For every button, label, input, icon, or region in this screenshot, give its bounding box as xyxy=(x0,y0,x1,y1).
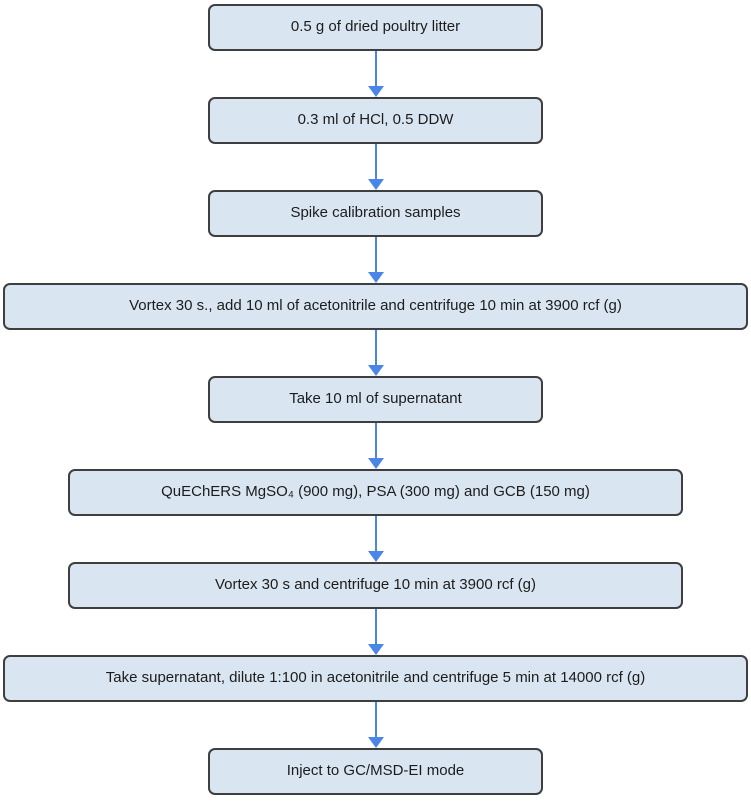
arrow-head-icon xyxy=(367,365,384,376)
arrow-head-icon xyxy=(367,458,384,469)
flow-step-label: QuEChERS MgSO₄ (900 mg), PSA (300 mg) an… xyxy=(161,483,590,501)
flow-step-label: 0.5 g of dried poultry litter xyxy=(290,18,461,36)
flow-step-8: Take supernatant, dilute 1:100 in aceton… xyxy=(3,655,748,702)
arrow-head-icon xyxy=(367,272,384,283)
flow-step-label: Take 10 ml of supernatant xyxy=(289,390,462,408)
flow-step-2: 0.3 ml of HCl, 0.5 DDW xyxy=(208,97,543,144)
flow-step-3: Spike calibration samples xyxy=(208,190,543,237)
flow-step-label: Vortex 30 s and centrifuge 10 min at 390… xyxy=(214,576,536,594)
arrow-head-icon xyxy=(367,644,384,655)
flow-step-5: Take 10 ml of supernatant xyxy=(208,376,543,423)
flow-step-label: 0.3 ml of HCl, 0.5 DDW xyxy=(297,111,454,129)
down-arrow xyxy=(367,516,384,562)
arrow-head-icon xyxy=(367,737,384,748)
down-arrow xyxy=(367,237,384,283)
down-arrow xyxy=(367,609,384,655)
arrow-shaft xyxy=(374,51,377,86)
down-arrow xyxy=(367,330,384,376)
arrow-shaft xyxy=(374,423,377,458)
flow-step-1: 0.5 g of dried poultry litter xyxy=(208,4,543,51)
arrow-shaft xyxy=(374,516,377,551)
arrow-head-icon xyxy=(367,551,384,562)
arrow-shaft xyxy=(374,144,377,179)
down-arrow xyxy=(367,144,384,190)
arrow-shaft xyxy=(374,609,377,644)
flow-step-label: Inject to GC/MSD-EI mode xyxy=(286,762,465,780)
arrow-head-icon xyxy=(367,179,384,190)
down-arrow xyxy=(367,51,384,97)
arrow-shaft xyxy=(374,330,377,365)
arrow-shaft xyxy=(374,702,377,737)
flow-step-7: Vortex 30 s and centrifuge 10 min at 390… xyxy=(68,562,683,609)
flow-step-label: Vortex 30 s., add 10 ml of acetonitrile … xyxy=(129,297,622,315)
flow-step-label: Spike calibration samples xyxy=(290,204,461,222)
arrow-head-icon xyxy=(367,86,384,97)
arrow-shaft xyxy=(374,237,377,272)
down-arrow xyxy=(367,423,384,469)
flow-step-4: Vortex 30 s., add 10 ml of acetonitrile … xyxy=(3,283,748,330)
flow-step-9: Inject to GC/MSD-EI mode xyxy=(208,748,543,795)
flow-step-6: QuEChERS MgSO₄ (900 mg), PSA (300 mg) an… xyxy=(68,469,683,516)
down-arrow xyxy=(367,702,384,748)
flow-step-label: Take supernatant, dilute 1:100 in aceton… xyxy=(105,669,646,687)
